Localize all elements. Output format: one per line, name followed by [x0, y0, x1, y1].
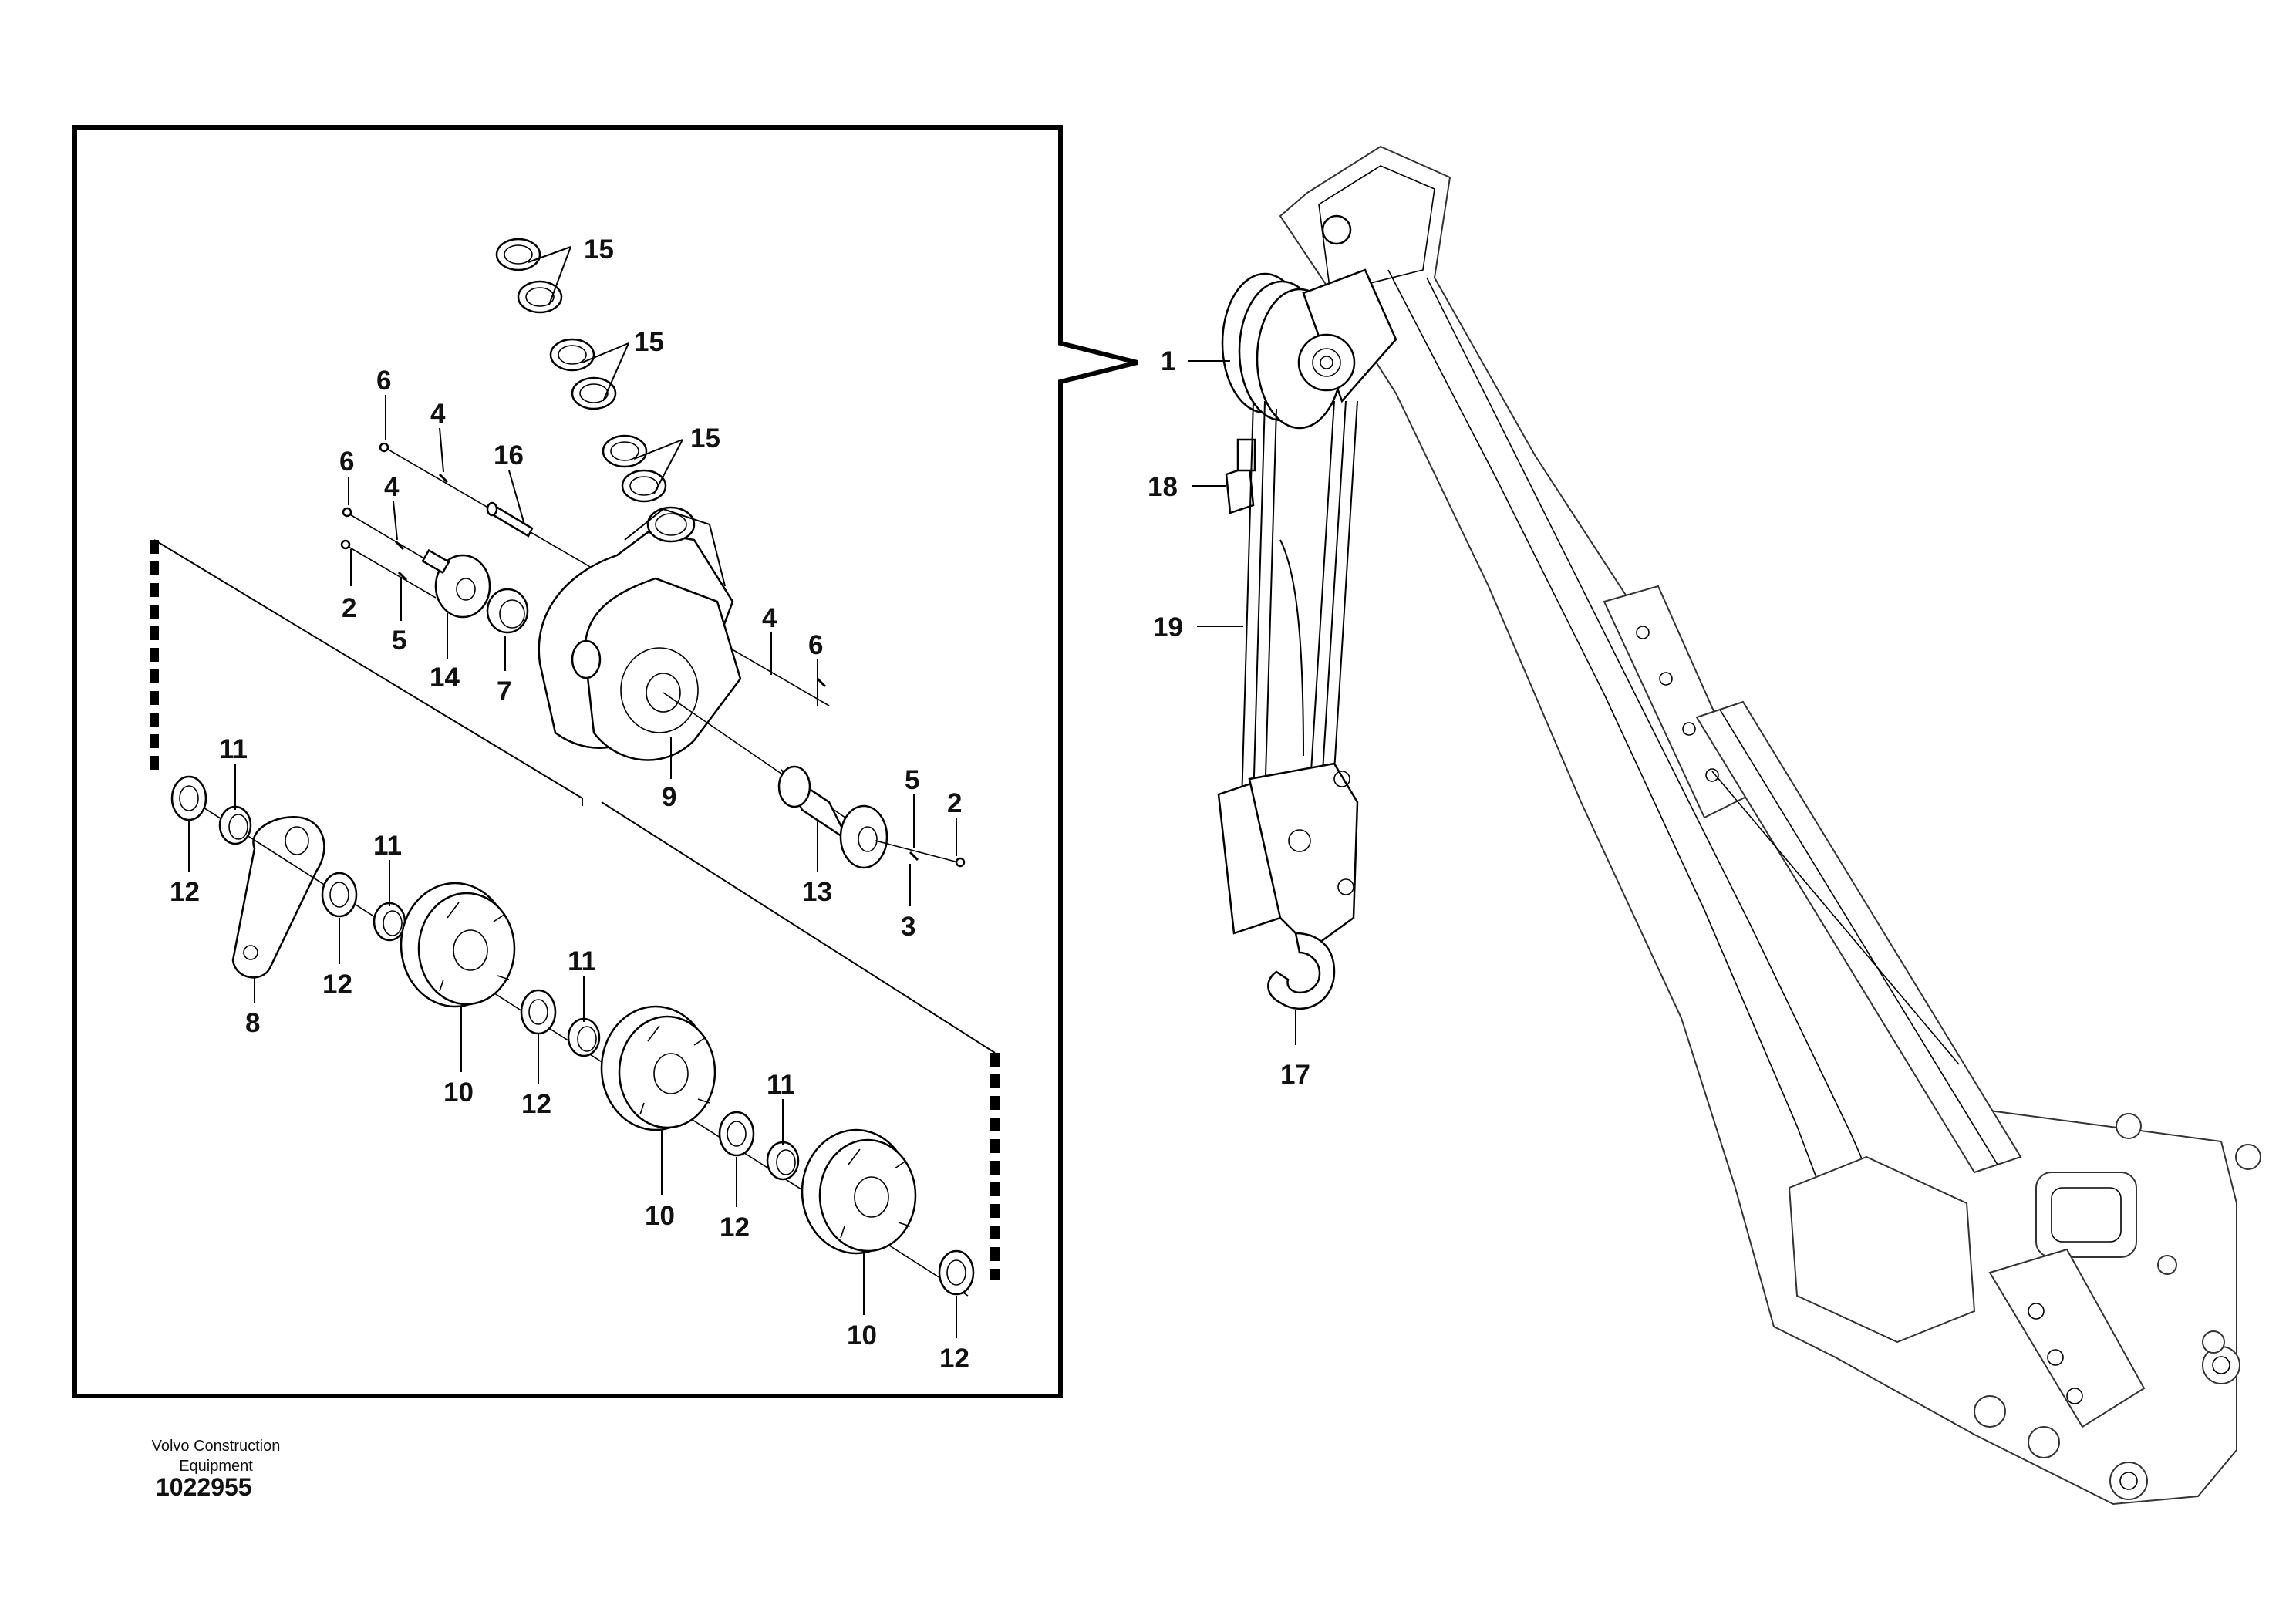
overview-leaders	[1188, 360, 1296, 1045]
label-12d: 12	[720, 1212, 750, 1243]
label-11c: 11	[568, 946, 596, 976]
label-11d: 11	[767, 1070, 795, 1100]
overview-labels: 1 18 19 17	[1148, 346, 1310, 1090]
sheave-10-c	[801, 1128, 917, 1255]
label-12e: 12	[939, 1344, 969, 1374]
hook-block-17	[1217, 762, 1359, 1010]
detail-frame	[72, 125, 1138, 1398]
label-19: 19	[1153, 612, 1183, 642]
bracket-18	[1225, 438, 1256, 514]
label-9: 9	[662, 782, 676, 812]
label-12a: 12	[170, 877, 200, 907]
label-13: 13	[802, 877, 832, 907]
label-10c: 10	[847, 1320, 877, 1351]
label-6b: 6	[339, 447, 354, 477]
drawing-number: 1022955	[156, 1473, 252, 1501]
label-4c: 4	[762, 603, 777, 633]
label-4b: 4	[384, 472, 400, 502]
spacer-7	[486, 588, 529, 634]
label-10a: 10	[443, 1077, 474, 1108]
label-4a: 4	[430, 399, 446, 429]
pin-16	[486, 501, 534, 538]
label-17: 17	[1280, 1060, 1310, 1090]
axle-13	[663, 692, 966, 869]
label-15a: 15	[584, 234, 614, 265]
bushing-group-15	[495, 238, 683, 503]
label-18: 18	[1148, 472, 1178, 502]
plate-14	[421, 548, 491, 619]
brand-caption: Volvo Construction Equipment	[108, 1436, 324, 1476]
label-2a: 2	[342, 593, 356, 623]
sheave-10-a	[400, 882, 516, 1008]
link-plate-8	[231, 815, 325, 979]
label-12c: 12	[521, 1089, 551, 1119]
label-6c: 6	[808, 630, 823, 660]
label-15b: 15	[634, 327, 664, 357]
sheave-pack-frame	[150, 539, 1000, 1280]
label-7: 7	[497, 676, 511, 706]
label-14: 14	[430, 663, 460, 693]
label-1: 1	[1161, 346, 1175, 376]
detail-leaders	[188, 395, 957, 1338]
label-5b: 5	[905, 765, 919, 795]
label-11b: 11	[373, 831, 402, 861]
sheave-block-9	[538, 506, 742, 761]
label-2b: 2	[947, 788, 962, 818]
label-10b: 10	[645, 1201, 675, 1231]
label-11a: 11	[219, 734, 248, 764]
label-15c: 15	[690, 423, 720, 454]
label-12b: 12	[322, 969, 352, 1000]
sheave-10-b	[600, 1005, 716, 1131]
detail-labels: 15 15 15 6 4 16 6 4 2 5 14 7 4 6 9 5 2 1…	[170, 234, 969, 1374]
boom-head-sheave-1	[1221, 214, 1397, 430]
hoist-ropes-19	[1241, 400, 1358, 803]
label-16: 16	[494, 440, 524, 470]
label-5a: 5	[392, 626, 406, 656]
label-6a: 6	[376, 366, 391, 396]
boom-overview	[1279, 145, 2261, 1506]
brand-line-2: Equipment	[179, 1458, 253, 1475]
label-8: 8	[245, 1008, 260, 1038]
label-3: 3	[901, 912, 915, 942]
brand-line-1: Volvo Construction	[151, 1438, 281, 1455]
